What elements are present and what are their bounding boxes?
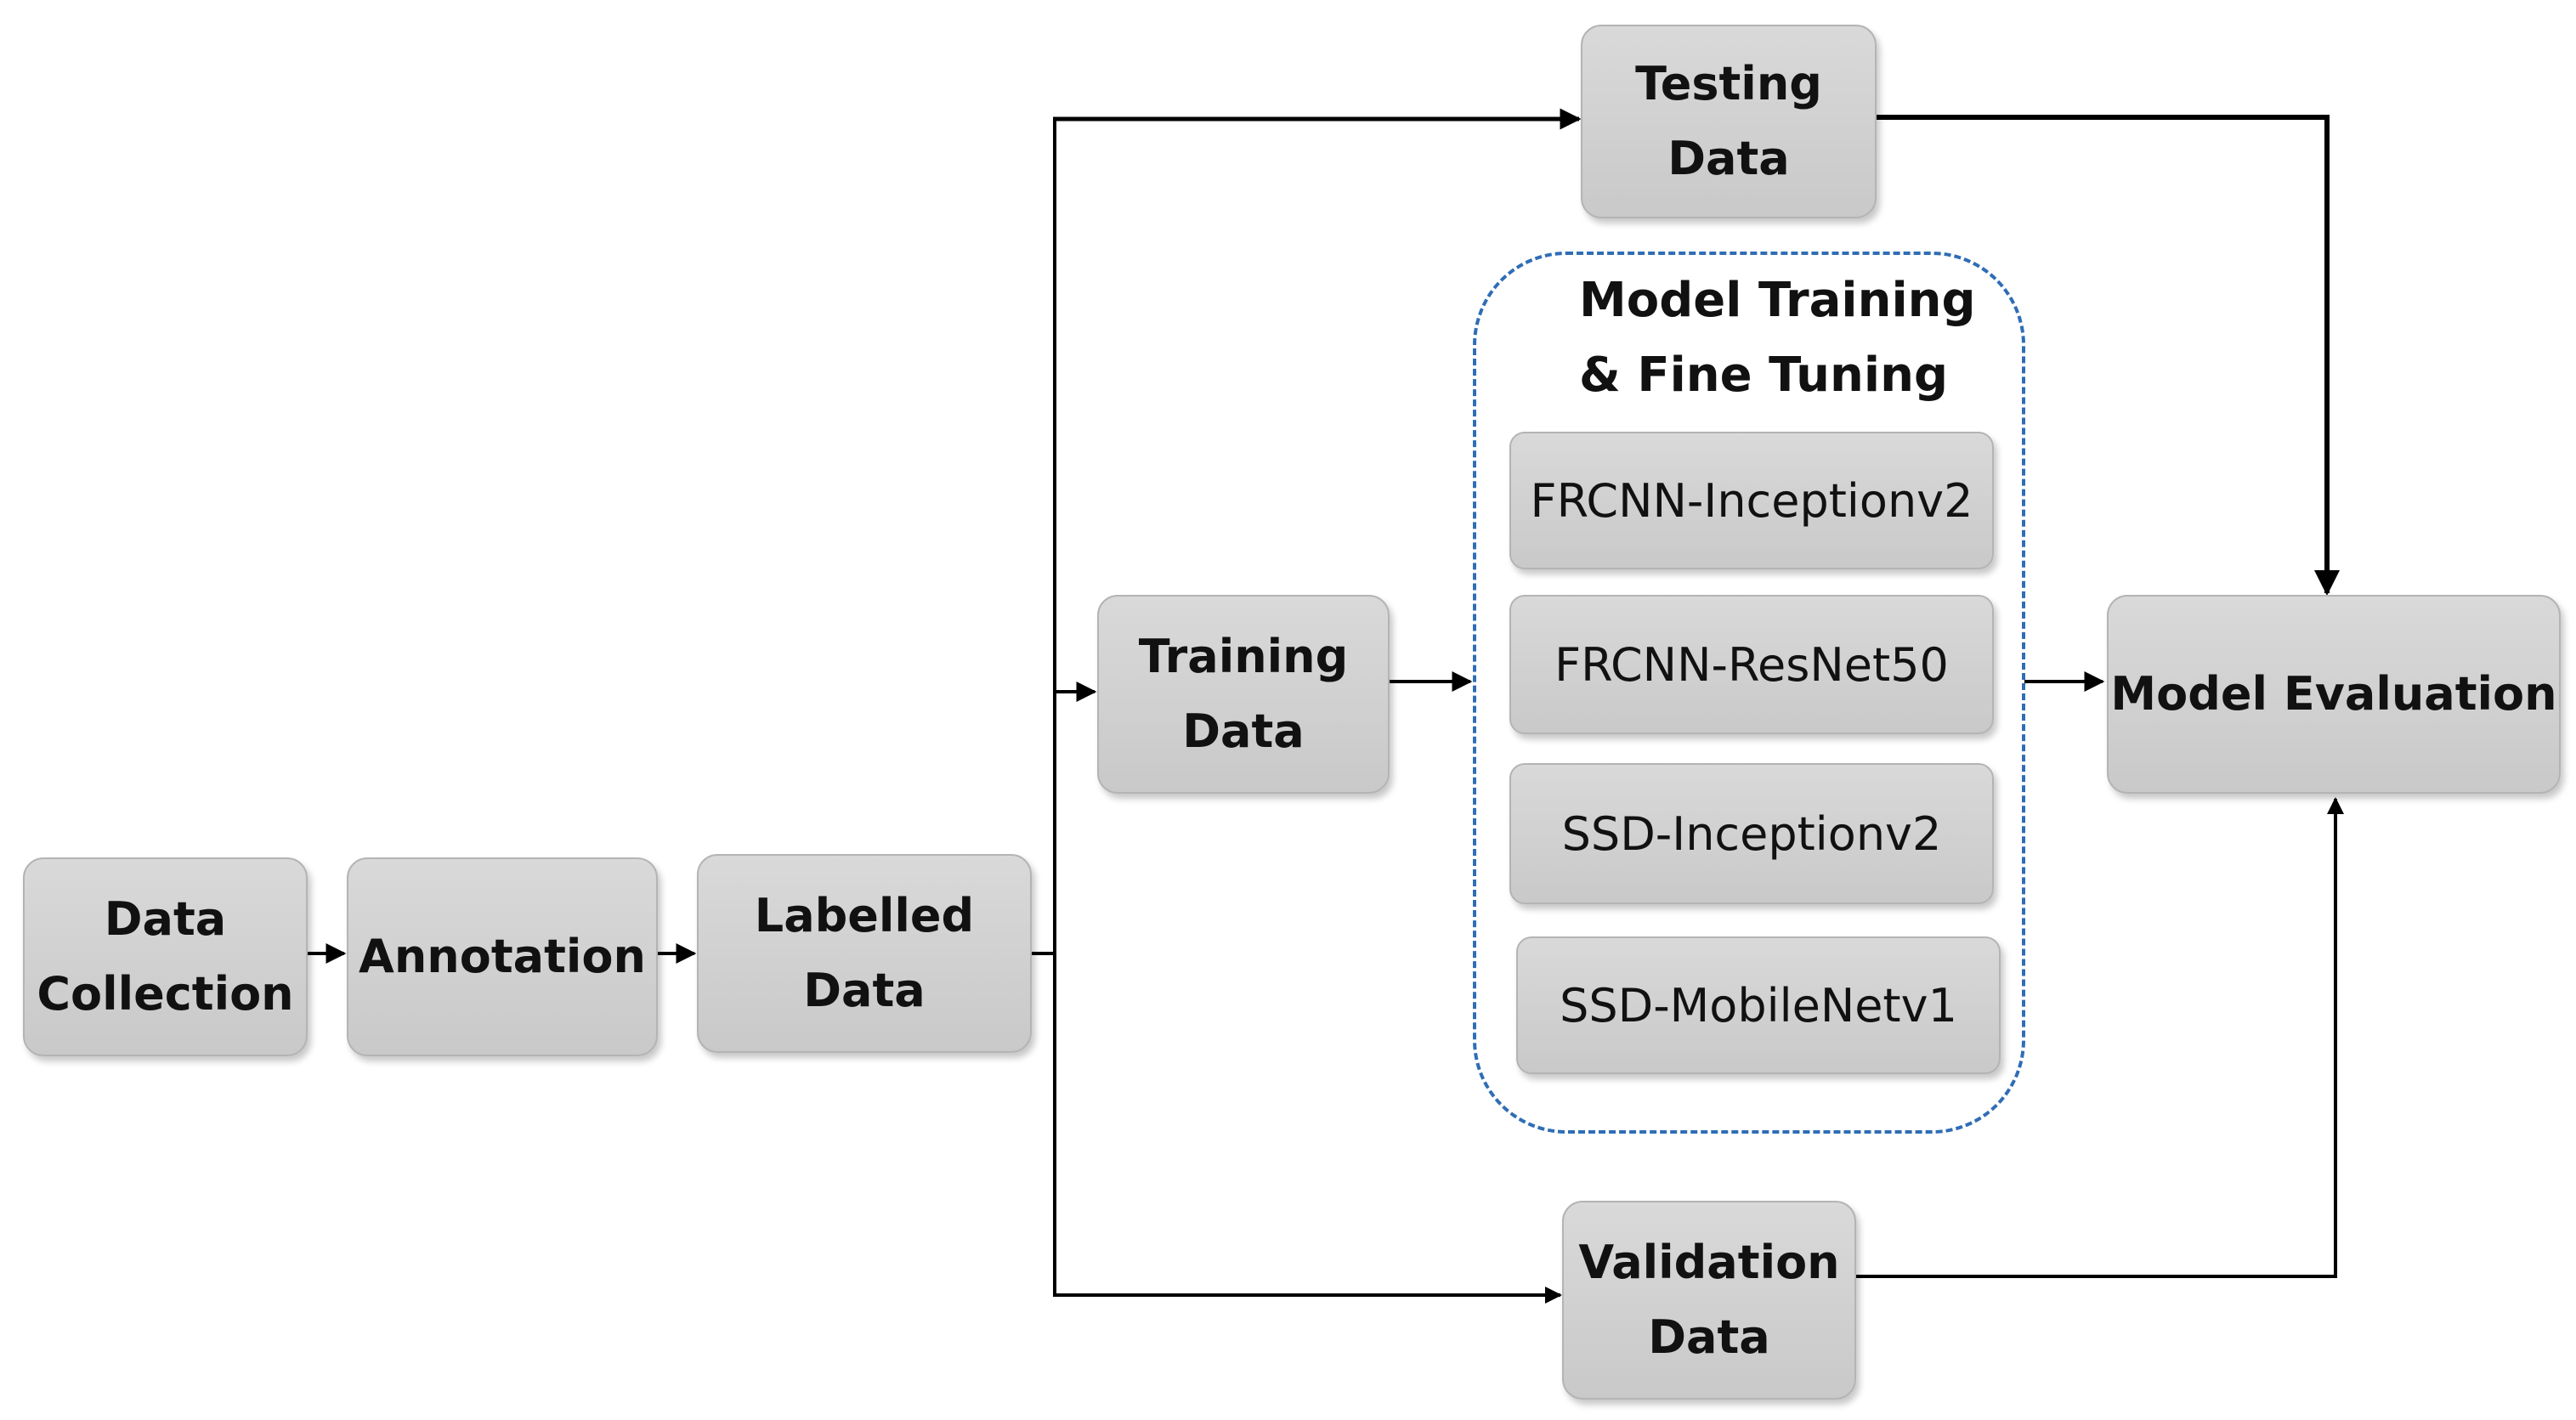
validation-data-node: Validation Data: [1562, 1201, 1856, 1400]
model-item-frcnn-resnet50: FRCNN-ResNet50: [1509, 595, 1994, 734]
data-collection-label-line-1: Data: [104, 892, 227, 946]
annotation-node: Annotation: [347, 857, 658, 1056]
labelled-data-node: Labelled Data: [697, 854, 1032, 1053]
data-collection-node: Data Collection: [23, 857, 308, 1056]
testing-data-label-line-2: Data: [1667, 132, 1790, 185]
training-data-label-line-1: Training: [1138, 630, 1349, 683]
annotation-label: Annotation: [359, 930, 646, 983]
validation-data-label-line-1: Validation: [1578, 1236, 1840, 1289]
training-data-label-line-2: Data: [1182, 704, 1305, 758]
group-title-line-1: Model Training: [1579, 273, 1976, 328]
model-evaluation-label: Model Evaluation: [2110, 667, 2557, 721]
group-title-line-2: & Fine Tuning: [1579, 348, 1949, 403]
model-item-label: SSD-Inceptionv2: [1561, 806, 1942, 861]
model-item-ssd-inceptionv2: SSD-Inceptionv2: [1509, 763, 1994, 904]
arrow-testing-to-evaluation: [1877, 115, 2340, 596]
model-evaluation-node: Model Evaluation: [2107, 595, 2561, 794]
model-item-label: FRCNN-Inceptionv2: [1530, 473, 1973, 528]
labelled-data-label-line-2: Data: [803, 964, 926, 1017]
data-collection-label-line-2: Collection: [37, 967, 294, 1021]
model-training-group: [1473, 252, 2025, 1134]
model-item-frcnn-inceptionv2: FRCNN-Inceptionv2: [1509, 432, 1994, 569]
labelled-data-label-line-1: Labelled: [754, 889, 975, 942]
model-item-ssd-mobilenetv1: SSD-MobileNetv1: [1516, 936, 2001, 1074]
model-item-label: SSD-MobileNetv1: [1560, 978, 1957, 1032]
arrow-validation-to-evaluation: [1856, 797, 2344, 1278]
model-training-group-title: Model Training & Fine Tuning: [1579, 263, 1976, 413]
testing-data-node: Testing Data: [1581, 25, 1877, 218]
model-item-label: FRCNN-ResNet50: [1554, 637, 1949, 692]
testing-data-label-line-1: Testing: [1635, 57, 1822, 110]
training-data-node: Training Data: [1097, 595, 1390, 794]
validation-data-label-line-2: Data: [1648, 1310, 1770, 1364]
